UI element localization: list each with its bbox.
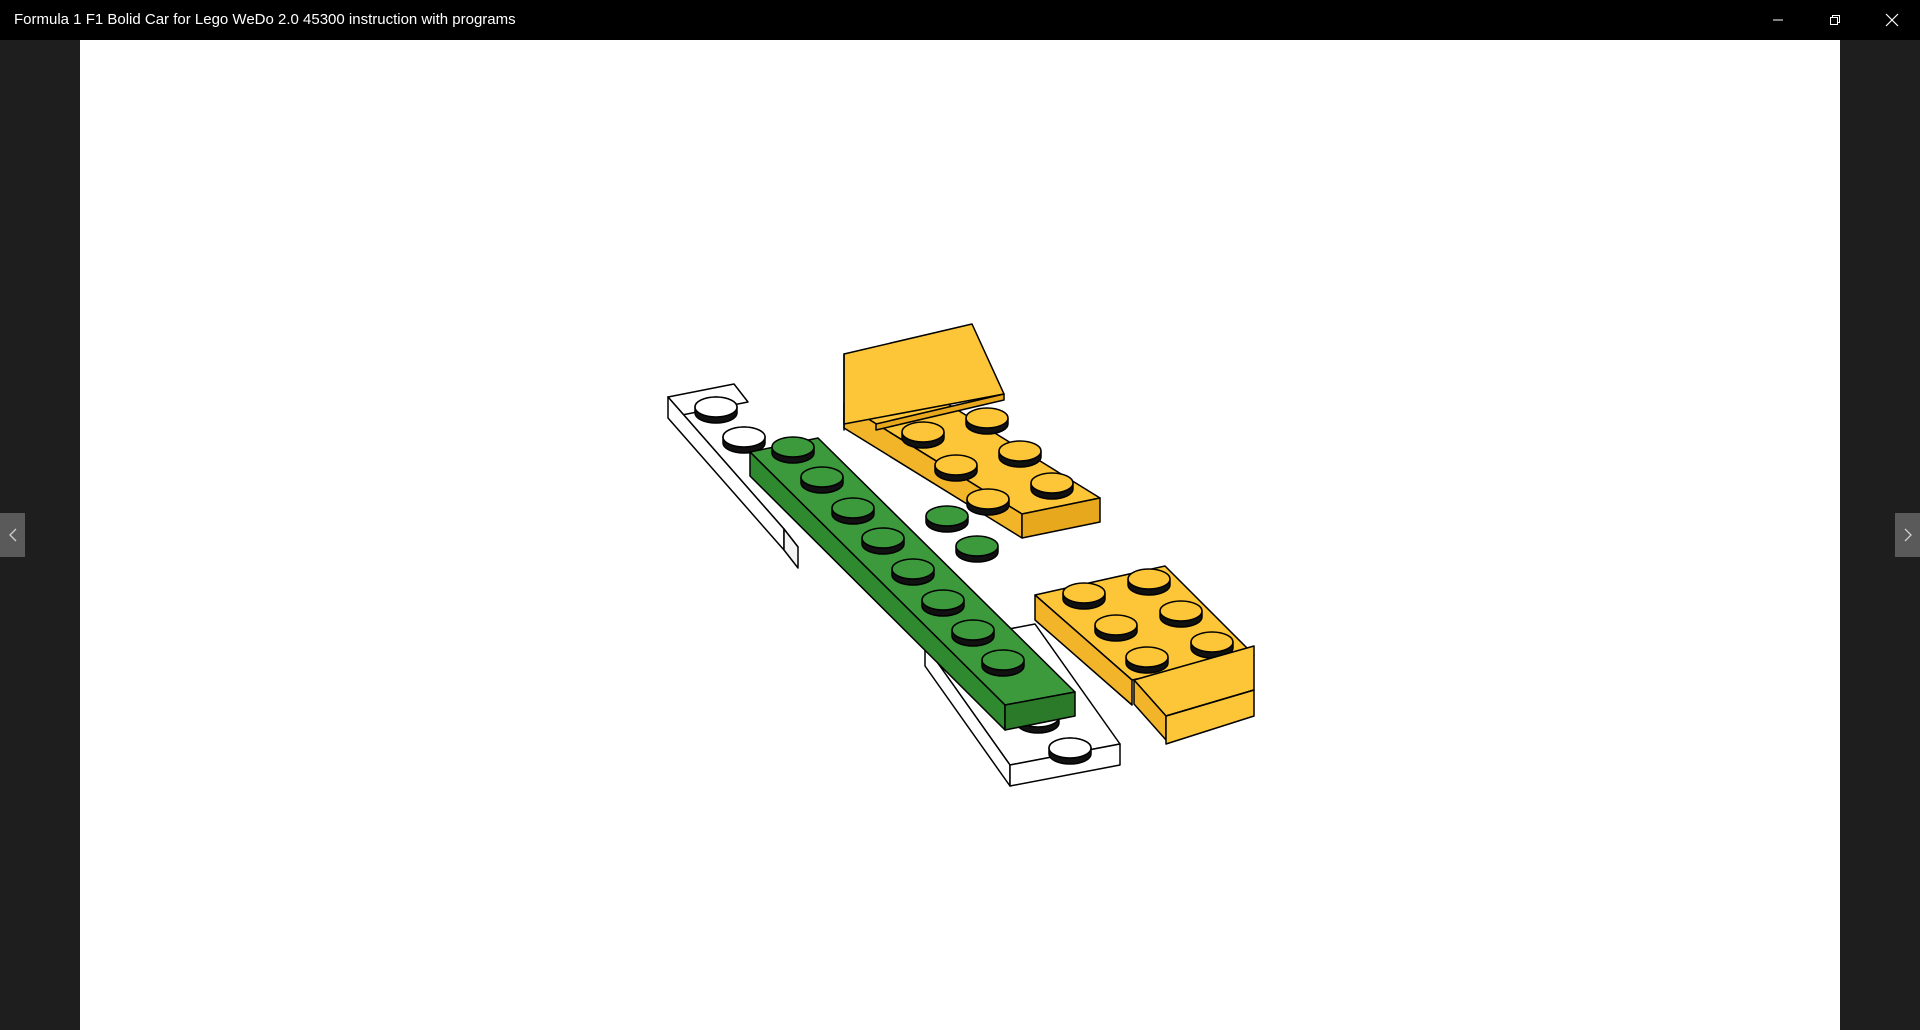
- close-button[interactable]: [1863, 0, 1920, 40]
- lego-instruction-image: [667, 323, 1255, 787]
- yellow-studs-lower: [1062, 568, 1234, 674]
- previous-image-button[interactable]: [0, 513, 25, 557]
- image-canvas: [80, 40, 1840, 1030]
- chevron-right-icon: [1904, 528, 1912, 542]
- window-title: Formula 1 F1 Bolid Car for Lego WeDo 2.0…: [14, 11, 516, 28]
- close-icon: [1885, 13, 1898, 27]
- minimize-icon: [1772, 19, 1783, 21]
- yellow-studs-top: [901, 407, 1074, 516]
- yellow-wedge-lower: [1133, 645, 1255, 745]
- restore-button[interactable]: [1806, 0, 1863, 40]
- chevron-left-icon: [8, 528, 16, 542]
- yellow-wedge-top: [843, 323, 1005, 431]
- next-image-button[interactable]: [1895, 513, 1920, 557]
- green-studs: [771, 436, 1025, 677]
- title-bar[interactable]: Formula 1 F1 Bolid Car for Lego WeDo 2.0…: [0, 0, 1920, 40]
- minimize-button[interactable]: [1749, 0, 1806, 40]
- restore-icon: [1829, 15, 1840, 25]
